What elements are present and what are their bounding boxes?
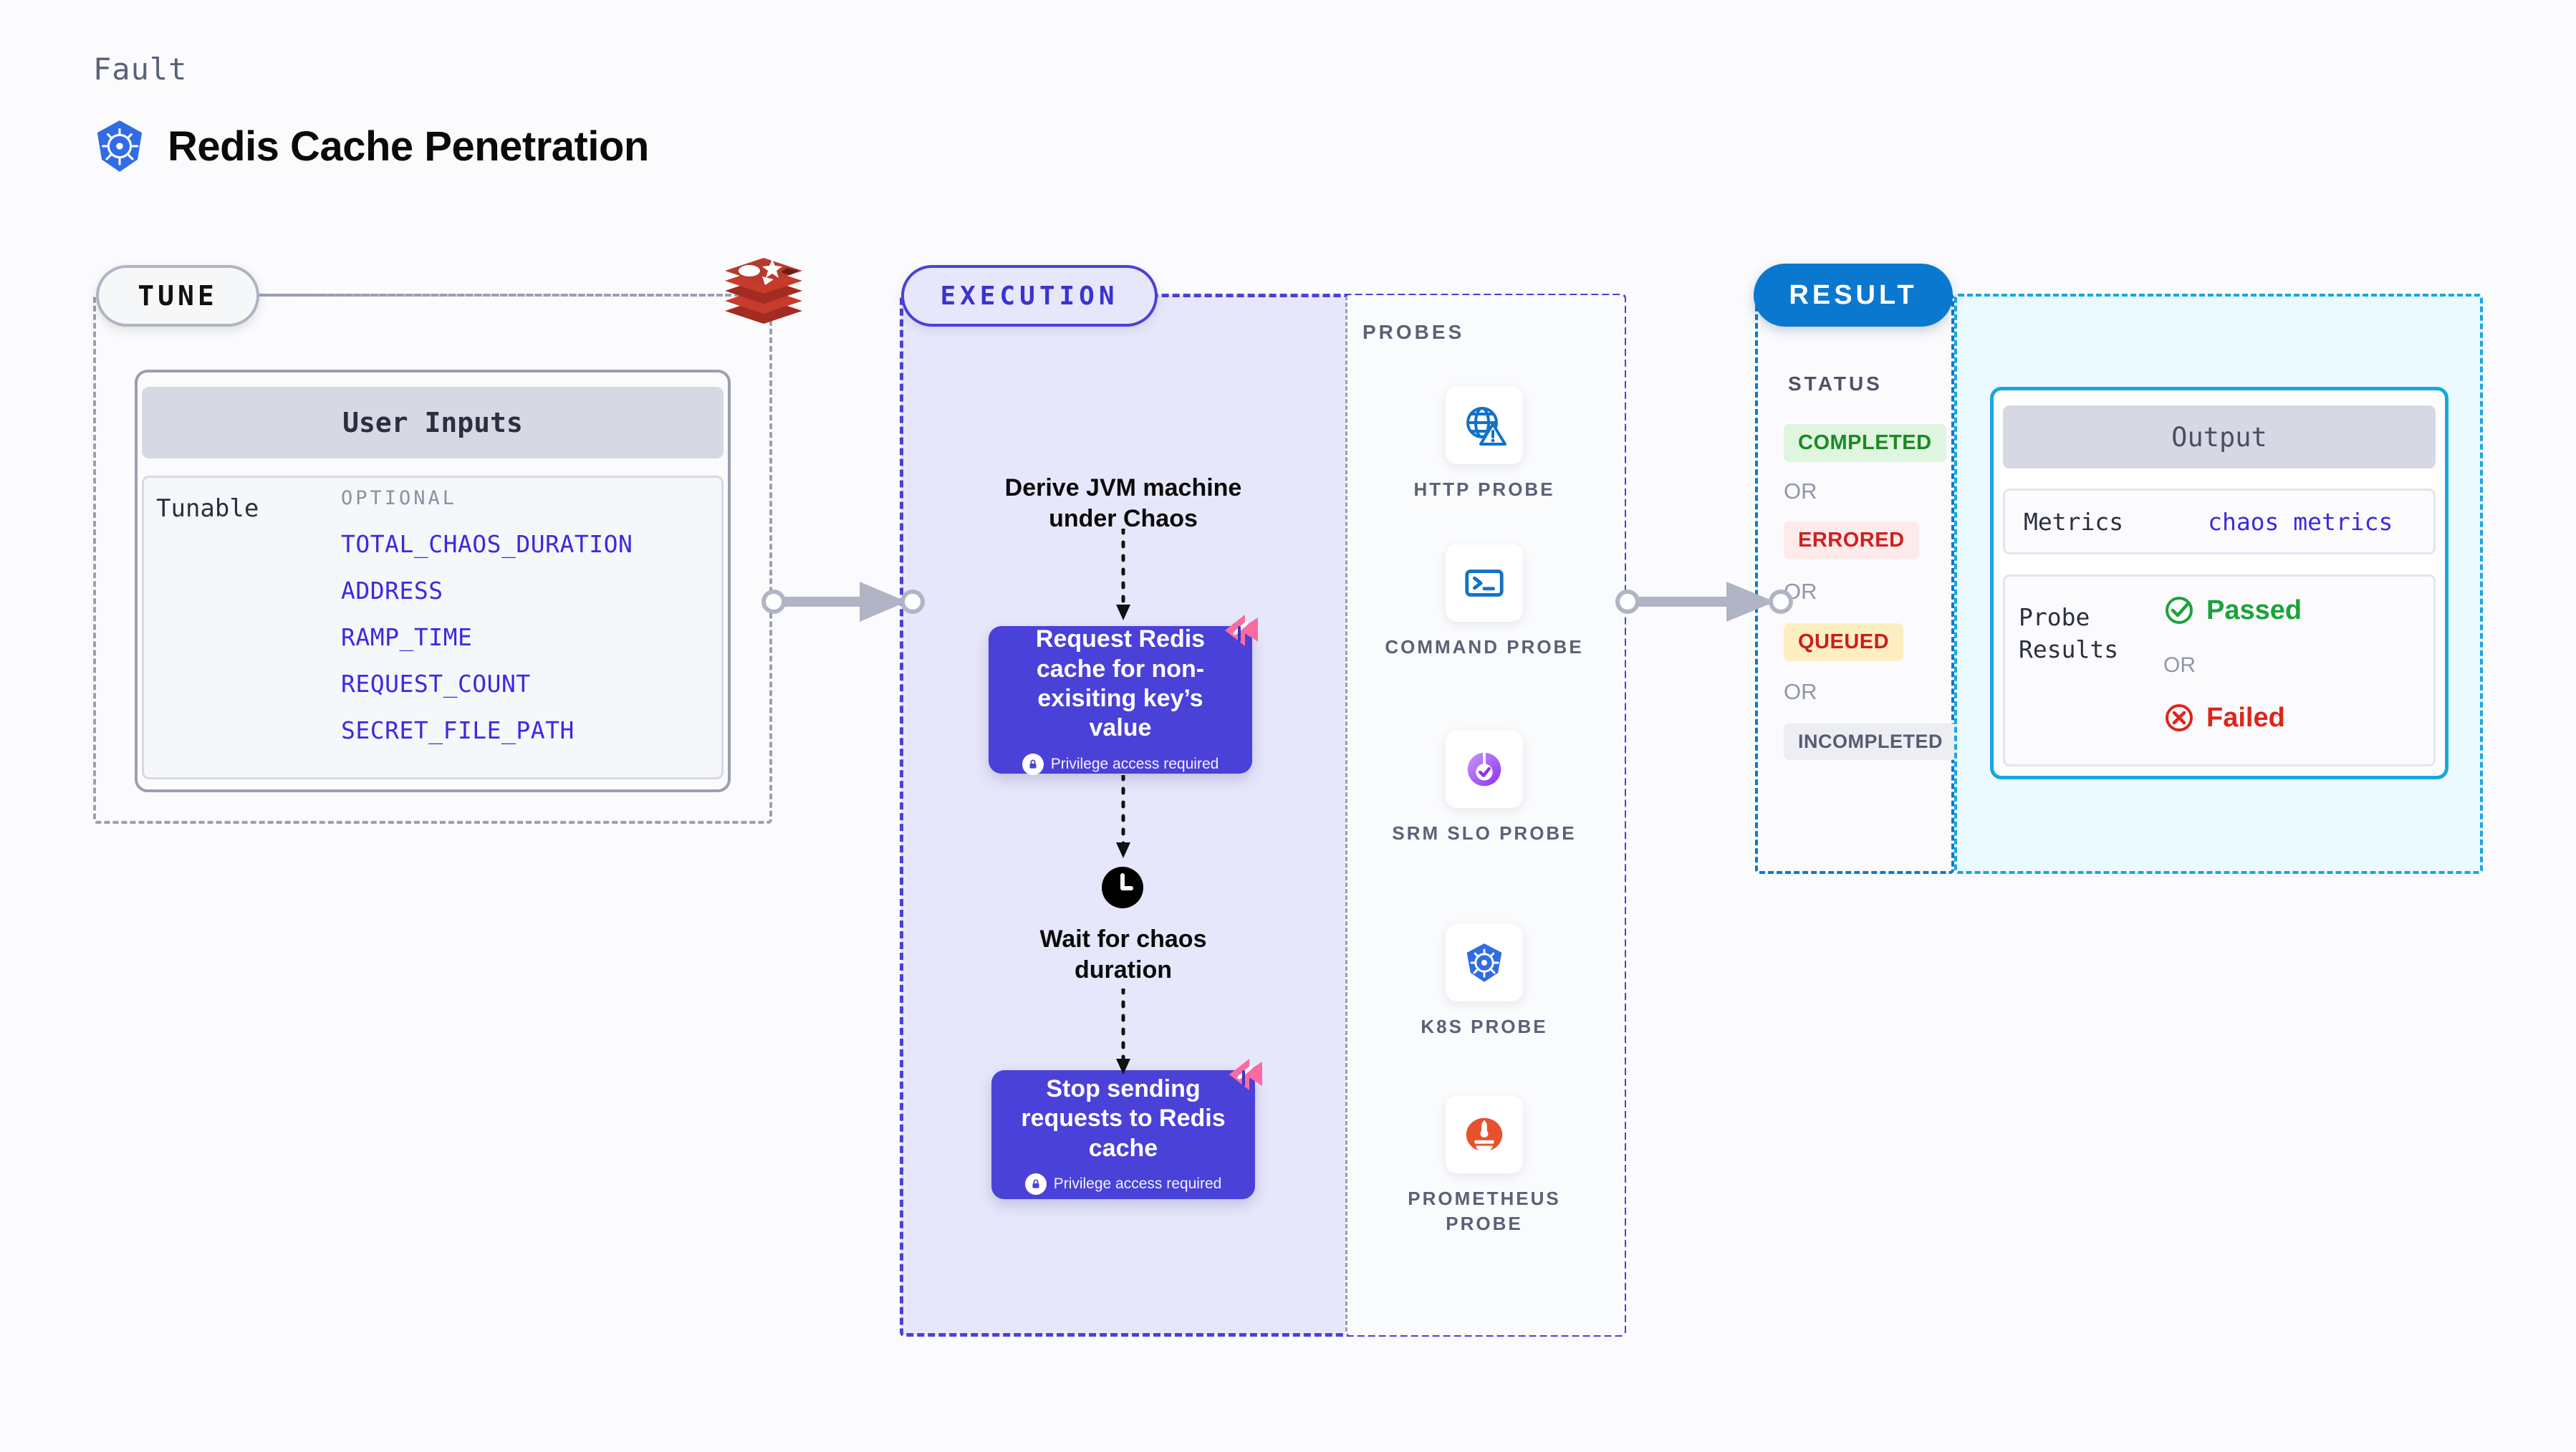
probe-result-failed: Failed [2163, 702, 2285, 734]
tunable-variable[interactable]: RAMP_TIME [341, 623, 473, 651]
fault-kicker: Fault [93, 52, 188, 87]
step-label: Wait for chaos duration [1039, 925, 1207, 984]
probe-label: K8S PROBE [1421, 1016, 1548, 1037]
metrics-value[interactable]: chaos metrics [2208, 507, 2393, 536]
probe-item-prometheus[interactable]: PROMETHEUS PROBE [1377, 1096, 1592, 1236]
clock-icon [1102, 867, 1143, 908]
chaos-tag-icon [1225, 615, 1258, 646]
tune-pill[interactable]: TUNE [96, 265, 259, 327]
execution-step-derive-jvm: Derive JVM machine under Chaos [994, 473, 1252, 534]
status-badge-label: INCOMPLETED [1798, 731, 1943, 752]
lock-icon [1024, 1173, 1047, 1196]
arrow-request-to-wait [1116, 775, 1130, 858]
status-badge-queued[interactable]: QUEUED [1784, 623, 1904, 661]
probe-item-k8s[interactable]: K8S PROBE [1377, 924, 1592, 1039]
status-badge-errored[interactable]: ERRORED [1784, 521, 1919, 559]
probe-results-label: Probe Results [2019, 603, 2119, 663]
passed-label: Passed [2206, 595, 2302, 625]
arrow-derive-to-request [1116, 529, 1130, 620]
execution-card-stop-sending[interactable]: Stop sending requests to Redis cache Pri… [991, 1070, 1255, 1199]
probe-tile [1446, 544, 1523, 622]
probe-tile [1446, 924, 1523, 1001]
probe-tile [1446, 387, 1523, 464]
execution-card-title: Request Redis cache for non-exisiting ke… [1035, 625, 1206, 742]
execution-card-request-redis[interactable]: Request Redis cache for non-exisiting ke… [989, 625, 1252, 775]
probe-label: PROMETHEUS PROBE [1408, 1188, 1561, 1235]
terminal-icon [1465, 569, 1504, 597]
optional-group-label: OPTIONAL [341, 487, 458, 509]
probe-label: HTTP PROBE [1413, 479, 1555, 500]
lock-icon [1022, 753, 1044, 775]
arrow-wait-to-stop [1116, 989, 1130, 1074]
connector-tune-to-execution [761, 582, 925, 622]
probes-title: PROBES [1363, 321, 1465, 343]
probe-item-command[interactable]: COMMAND PROBE [1377, 544, 1592, 660]
status-badge-label: COMPLETED [1798, 431, 1932, 454]
status-badge-completed[interactable]: COMPLETED [1784, 424, 1946, 462]
failed-label: Failed [2206, 702, 2285, 733]
privilege-note-label: Privilege access required [1050, 755, 1219, 772]
user-inputs-header: User Inputs [142, 387, 724, 458]
tunable-variable[interactable]: REQUEST_COUNT [341, 670, 531, 698]
tunable-variable[interactable]: TOTAL_CHAOS_DURATION [341, 530, 633, 558]
status-or-1: OR [1784, 479, 1817, 504]
status-badge-label: ERRORED [1798, 529, 1905, 552]
execution-card-title: Stop sending requests to Redis cache [1021, 1074, 1226, 1162]
execution-pill[interactable]: EXECUTION [901, 265, 1158, 327]
user-inputs-header-label: User Inputs [342, 407, 523, 438]
tunable-variable-list: TOTAL_CHAOS_DURATION ADDRESS RAMP_TIME R… [341, 530, 633, 763]
probe-tile [1446, 731, 1523, 808]
slo-check-icon [1467, 752, 1501, 787]
fault-title-row: Redis Cache Penetration [92, 118, 649, 174]
tune-top-connector [258, 294, 731, 297]
kubernetes-icon [97, 120, 143, 172]
tune-pill-label: TUNE [138, 280, 218, 312]
result-pill[interactable]: RESULT [1754, 264, 1953, 327]
x-circle-icon [2166, 704, 2193, 731]
step-label: Derive JVM machine under Chaos [1004, 474, 1242, 532]
probe-label: COMMAND PROBE [1385, 636, 1584, 658]
page-title: Redis Cache Penetration [168, 122, 649, 170]
privilege-note-label: Privilege access required [1053, 1175, 1222, 1193]
redis-logo-icon [725, 258, 802, 324]
probe-result-passed: Passed [2163, 595, 2302, 626]
status-badge-incompleted[interactable]: INCOMPLETED [1784, 723, 1958, 760]
chaos-tag-icon [1229, 1059, 1262, 1090]
tunable-variable[interactable]: ADDRESS [341, 577, 443, 605]
metrics-row: Metrics chaos metrics [2003, 489, 2436, 554]
status-badge-label: QUEUED [1798, 630, 1890, 653]
output-header-label: Output [2171, 421, 2267, 453]
prometheus-icon [1466, 1117, 1503, 1153]
privilege-note: Privilege access required [1024, 1173, 1222, 1196]
result-pill-label: RESULT [1789, 279, 1918, 310]
output-header: Output [2003, 405, 2436, 468]
probe-item-srm-slo[interactable]: SRM SLO PROBE [1377, 731, 1592, 846]
kubernetes-icon [1466, 943, 1502, 982]
connector-execution-to-result [1615, 582, 1793, 622]
privilege-note: Privilege access required [1022, 753, 1219, 775]
status-title: STATUS [1788, 372, 1883, 395]
execution-step-wait-chaos: Wait for chaos duration [994, 924, 1252, 985]
tunable-row-label: Tunable [156, 494, 259, 523]
probe-item-http[interactable]: HTTP PROBE [1377, 387, 1592, 502]
metrics-label: Metrics [2024, 507, 2124, 536]
probe-result-or: OR [2163, 653, 2196, 677]
probe-tile [1446, 1096, 1523, 1173]
execution-pill-label: EXECUTION [940, 281, 1119, 311]
probe-results-box [2003, 574, 2436, 766]
tunable-variable[interactable]: SECRET_FILE_PATH [341, 716, 575, 744]
probe-label: SRM SLO PROBE [1392, 822, 1577, 844]
check-circle-icon [2166, 597, 2193, 624]
user-inputs-body [142, 476, 724, 779]
status-or-3: OR [1784, 679, 1817, 704]
globe-warning-icon [1466, 407, 1506, 446]
